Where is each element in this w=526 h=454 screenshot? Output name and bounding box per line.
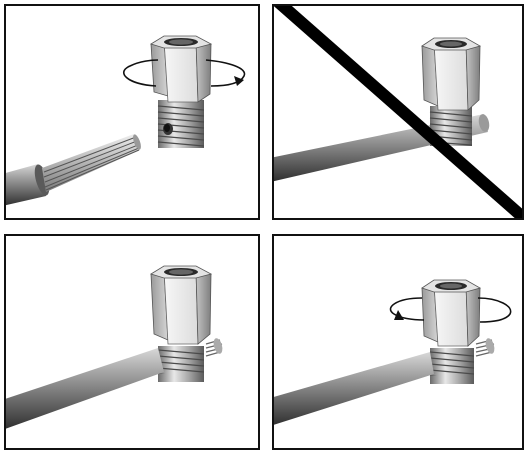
prohibited-cross-icon [276,6,522,218]
threaded-fitting [151,36,211,148]
diagram-step-4-panel [272,234,524,450]
diagram-step-2-panel [272,4,524,220]
diagram-step-3-panel [4,234,260,450]
diagram-step-1-panel [4,4,260,220]
stripped-cable [6,133,143,206]
